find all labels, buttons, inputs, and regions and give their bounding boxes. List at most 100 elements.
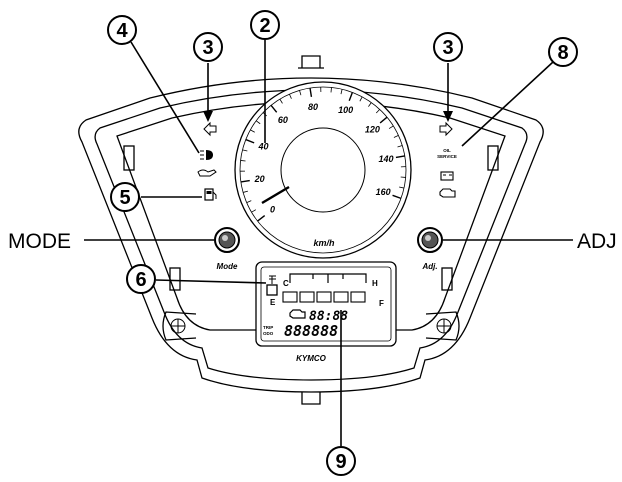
- svg-text:4: 4: [116, 20, 128, 42]
- leader-line-6: [155, 279, 267, 284]
- left-upper-clip: [123, 145, 135, 171]
- adj-side-label: ADJ: [577, 230, 617, 253]
- speedometer-tick-label: 60: [278, 115, 288, 125]
- speedometer-major-tick: [245, 138, 255, 144]
- left-lower-clip: [169, 267, 181, 291]
- lcd-inner-frame: [260, 266, 392, 342]
- speedometer-minor-tick: [330, 87, 332, 93]
- trip-label: TRIP: [263, 325, 273, 330]
- speedometer-major-tick: [257, 215, 266, 222]
- speedometer-major-tick: [309, 87, 313, 98]
- oil-service-label-line1: OIL: [443, 148, 451, 153]
- odometer-display: 888888: [284, 322, 338, 340]
- speedometer: 0 20 40 60 80 100 120 140 160 km/h: [234, 81, 412, 259]
- fuel-pump-icon: [204, 188, 217, 201]
- left-mount-lug: [162, 311, 197, 341]
- arrowhead-3-left-icon: [203, 111, 213, 122]
- housing-inner-outline: [94, 89, 528, 381]
- speedometer-minor-tick: [388, 125, 394, 129]
- lcd-frame: [255, 261, 397, 347]
- speedometer-needle: [261, 185, 290, 205]
- oil-can-icon: [197, 169, 217, 177]
- speedometer-minor-tick: [340, 89, 343, 95]
- svg-text:2: 2: [259, 15, 270, 37]
- speedometer-minor-tick: [250, 129, 255, 133]
- fuel-gauge-segment: [333, 291, 349, 303]
- odo-label: ODO: [263, 331, 274, 336]
- leader-line-4: [130, 41, 200, 154]
- callout-3-left: 3: [193, 32, 223, 62]
- speedometer-minor-tick: [279, 98, 283, 104]
- mode-side-label: MODE: [8, 230, 71, 253]
- callout-2: 2: [250, 10, 280, 40]
- temperature-gauge-bar: [289, 273, 367, 283]
- speedometer-major-tick: [392, 194, 402, 200]
- lcd-panel: C H E F 88:88 TRIP ODO 888888: [255, 261, 397, 347]
- right-upper-clip: [487, 145, 499, 171]
- fuel-gauge-segments: [282, 291, 366, 303]
- speedometer-tick-label: 160: [376, 187, 391, 197]
- right-indicators: OIL SERVICE: [437, 121, 457, 198]
- speedometer-tick-label: 140: [379, 154, 394, 164]
- housing-outer-outline: [78, 77, 544, 393]
- speedometer-minor-tick: [397, 145, 403, 148]
- brand-logo: KYMCO: [296, 354, 327, 363]
- battery-icon: [440, 171, 454, 181]
- adj-button-label: Adj.: [421, 262, 437, 271]
- speedometer-tick-label: 100: [338, 105, 353, 115]
- speedometer-minor-tick: [393, 135, 399, 138]
- callout-5: 5: [110, 182, 140, 212]
- svg-text:8: 8: [557, 42, 568, 64]
- fuel-full-label: F: [379, 299, 384, 308]
- right-lower-clip: [441, 267, 453, 291]
- adj-button[interactable]: [417, 227, 443, 253]
- speedometer-minor-tick: [242, 190, 249, 193]
- speedometer-minor-tick: [299, 90, 302, 96]
- oil-service-label-line2: SERVICE: [437, 154, 457, 159]
- speedometer-tick-label: 20: [254, 174, 265, 184]
- fuel-gauge-segment: [350, 291, 366, 303]
- speedometer-major-tick: [348, 92, 354, 102]
- speedometer-minor-tick: [242, 149, 248, 152]
- speedometer-tick-label: 40: [257, 142, 268, 152]
- callout-8: 8: [548, 37, 578, 67]
- top-mount-tab: [301, 55, 321, 68]
- speedometer-tick-labels: 0 20 40 60 80 100 120 140 160: [254, 102, 394, 215]
- mode-button-highlight: [222, 235, 228, 241]
- callouts: 4 3 2 3 8 5 6 9: [107, 10, 578, 476]
- adj-button-highlight: [425, 235, 431, 241]
- lcd-engine-icon: [289, 309, 306, 319]
- speedometer-hub: [280, 127, 366, 213]
- right-mount-screw-icon: [436, 318, 452, 334]
- mode-button[interactable]: [214, 227, 240, 253]
- speedometer-tick-label: 0: [270, 204, 275, 214]
- callout-4: 4: [107, 15, 137, 45]
- svg-text:9: 9: [335, 451, 346, 473]
- leader-line-8: [461, 61, 554, 147]
- engine-check-icon: [439, 188, 456, 198]
- bottom-mount-tab: [301, 392, 321, 405]
- speedometer-ticks: [240, 87, 406, 222]
- fuel-gauge-segment: [299, 291, 315, 303]
- callout-3-right: 3: [433, 32, 463, 62]
- leader-arrowheads: [203, 111, 453, 122]
- svg-text:3: 3: [202, 37, 213, 59]
- speedometer-minor-tick: [375, 109, 380, 114]
- speedometer-tick-label: 80: [308, 102, 318, 112]
- clock-display: 88:88: [309, 309, 348, 324]
- svg-text:6: 6: [135, 269, 146, 291]
- callout-9: 9: [326, 446, 356, 476]
- speedometer-minor-tick: [255, 120, 261, 125]
- speedometer-major-tick: [395, 155, 405, 159]
- temperature-icon: [266, 275, 278, 296]
- fuel-gauge-segment: [316, 291, 332, 303]
- fuel-empty-label: E: [270, 298, 276, 307]
- left-mount-screw-icon: [170, 318, 186, 334]
- temperature-cold-label: C: [283, 279, 289, 288]
- speedometer-unit: km/h: [313, 238, 335, 248]
- speedometer-tick-label: 120: [365, 124, 380, 134]
- svg-text:5: 5: [119, 187, 130, 209]
- mode-button-label: Mode: [217, 262, 238, 271]
- fuel-gauge-segment: [282, 291, 298, 303]
- svg-text:3: 3: [442, 37, 453, 59]
